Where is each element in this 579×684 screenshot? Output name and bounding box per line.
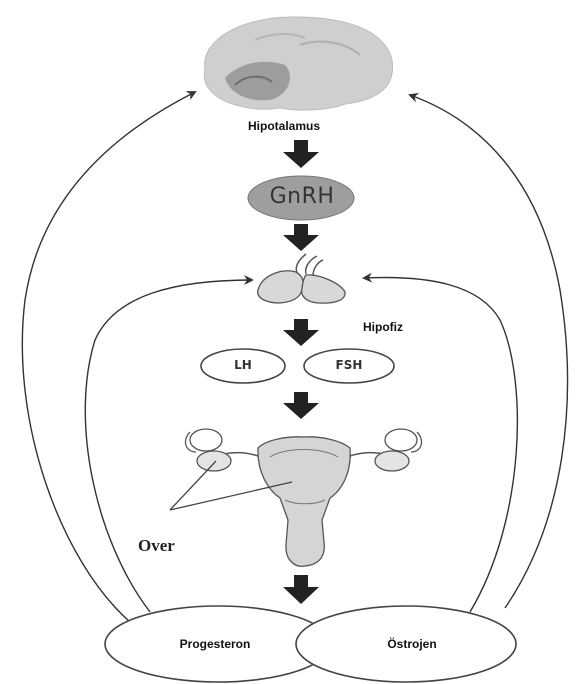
down-arrow-hormones-ovary [283,392,319,419]
hypothalamus-label: Hipotalamus [248,119,320,133]
brain-icon [204,17,392,110]
down-arrow-ovary-hormones [283,575,319,604]
progesterone-label: Progesteron [160,637,270,651]
ovary-label: Over [138,536,175,556]
lh-label: LH [213,358,273,372]
pituitary-gland-icon [258,254,345,303]
down-arrow-hypothalamus-gnrh [283,140,319,168]
gnrh-label: GnRH [252,184,352,209]
estrogen-label: Östrojen [372,637,452,651]
feedback-arrow-outer-right [410,95,567,608]
down-arrow-pituitary-hormones [283,319,319,346]
uterus-ovaries-icon [185,429,421,566]
pituitary-label: Hipofiz [363,320,403,334]
feedback-arrow-inner-left [85,280,252,612]
down-arrow-gnrh-pituitary [283,224,319,251]
fsh-label: FSH [314,358,384,372]
